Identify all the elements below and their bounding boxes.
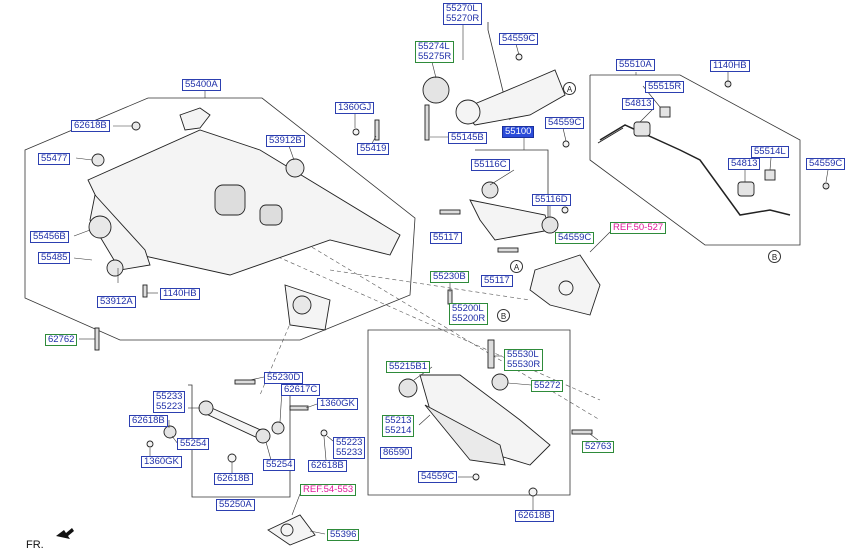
part-label-55254[interactable]: 55254 (263, 459, 296, 471)
part-number: 55233 (156, 391, 183, 402)
part-label-62618b[interactable]: 62618B (129, 415, 168, 427)
part-label-55250a[interactable]: 55250A (216, 499, 255, 511)
part-number: 55223 (156, 401, 183, 412)
part-label-54813[interactable]: 54813 (728, 158, 761, 170)
part-label-62762[interactable]: 62762 (45, 334, 78, 346)
part-number: 55200R (452, 313, 486, 324)
part-label-55485[interactable]: 55485 (38, 252, 71, 264)
lower-arm-box (367, 329, 571, 496)
part-number: 55233 (336, 447, 363, 458)
part-label-55223[interactable]: 55223 55233 (333, 437, 366, 459)
upper-arm (422, 53, 566, 141)
part-label-55270[interactable]: 55270L 55270R (443, 3, 483, 25)
subframe-box (24, 97, 416, 341)
part-number: 55214 (385, 425, 412, 436)
lower-arm (398, 289, 593, 497)
part-label-54559c[interactable]: 54559C (545, 117, 585, 129)
part-label-53912b[interactable]: 53912B (266, 135, 305, 147)
part-label-54813[interactable]: 54813 (622, 98, 655, 110)
part-number: 55274L (418, 41, 450, 52)
part-label-62617c[interactable]: 62617C (281, 384, 321, 396)
part-label-55117[interactable]: 55117 (481, 275, 513, 287)
reference-link-50-527[interactable]: REF.50-527 (610, 222, 667, 234)
part-label-55116d[interactable]: 55116D (532, 194, 571, 206)
part-label-55200[interactable]: 55200L 55200R (449, 303, 489, 325)
part-label-55230d[interactable]: 55230D (264, 372, 304, 384)
part-label-55230b[interactable]: 55230B (430, 271, 469, 283)
part-label-53912a[interactable]: 53912A (97, 296, 136, 308)
part-number: 55530L (507, 349, 539, 360)
part-label-55254[interactable]: 55254 (177, 438, 210, 450)
part-label-55117[interactable]: 55117 (430, 232, 462, 244)
part-label-62618b[interactable]: 62618B (71, 120, 110, 132)
part-label-62618b[interactable]: 62618B (515, 510, 554, 522)
part-number: 55200L (452, 303, 484, 314)
part-label-1360gk[interactable]: 1360GK (141, 456, 182, 468)
part-label-55233[interactable]: 55233 55223 (153, 391, 186, 413)
part-number: 55213 (385, 415, 412, 426)
front-arrow-icon (56, 528, 74, 539)
group-outlines (24, 22, 801, 498)
stabilizer-bushings (633, 80, 830, 197)
upper-arm-box (487, 22, 511, 121)
part-label-55100[interactable]: 55100 (502, 126, 535, 138)
part-label-55515r[interactable]: 55515R (645, 81, 685, 93)
part-label-54559c[interactable]: 54559C (555, 232, 595, 244)
bracket-55396 (267, 514, 316, 546)
part-number: 55275R (418, 51, 452, 62)
front-direction-label: FR. (26, 539, 44, 551)
part-label-62618b[interactable]: 62618B (214, 473, 253, 485)
part-number: 55270L (446, 3, 478, 14)
marker-b: B (497, 309, 510, 322)
part-label-1140hb[interactable]: 1140HB (710, 60, 750, 72)
part-label-1360gj[interactable]: 1360GJ (335, 102, 375, 114)
part-label-55272[interactable]: 55272 (531, 380, 564, 392)
part-label-54559c[interactable]: 54559C (806, 158, 846, 170)
marker-a: A (510, 260, 523, 273)
part-label-55215b1[interactable]: 55215B1 (386, 361, 431, 373)
stabilizer-box (589, 74, 801, 246)
part-label-55400a[interactable]: 55400A (182, 79, 221, 91)
part-label-55145b[interactable]: 55145B (448, 132, 487, 144)
part-label-55530[interactable]: 55530L 55530R (504, 349, 544, 371)
part-label-86590[interactable]: 86590 (380, 447, 413, 459)
part-number: 55223 (336, 437, 363, 448)
subframe-crossmember (87, 107, 401, 351)
reference-link-54-553[interactable]: REF.54-553 (300, 484, 357, 496)
part-label-55274[interactable]: 55274L 55275R (415, 41, 455, 63)
part-number: 55270R (446, 13, 480, 24)
part-label-55514l[interactable]: 55514L (751, 146, 789, 158)
link-arm (439, 140, 570, 253)
part-label-55213[interactable]: 55213 55214 (382, 415, 415, 437)
part-label-54559c[interactable]: 54559C (418, 471, 458, 483)
marker-a: A (563, 82, 576, 95)
part-label-62618b[interactable]: 62618B (308, 460, 347, 472)
stabilizer-bar (597, 124, 791, 216)
part-label-52763[interactable]: 52763 (582, 441, 615, 453)
part-label-55456b[interactable]: 55456B (30, 231, 69, 243)
knuckle (529, 254, 601, 316)
part-label-1140hb[interactable]: 1140HB (160, 288, 200, 300)
marker-b: B (768, 250, 781, 263)
part-label-55116c[interactable]: 55116C (471, 159, 510, 171)
part-label-1360gk[interactable]: 1360GK (317, 398, 358, 410)
part-label-55477[interactable]: 55477 (38, 153, 71, 165)
part-label-55396[interactable]: 55396 (327, 529, 360, 541)
part-number: 55530R (507, 359, 541, 370)
part-label-55419[interactable]: 55419 (357, 143, 390, 155)
assist-arm (146, 379, 328, 463)
part-label-54559c[interactable]: 54559C (499, 33, 539, 45)
part-label-55510a[interactable]: 55510A (616, 59, 655, 71)
